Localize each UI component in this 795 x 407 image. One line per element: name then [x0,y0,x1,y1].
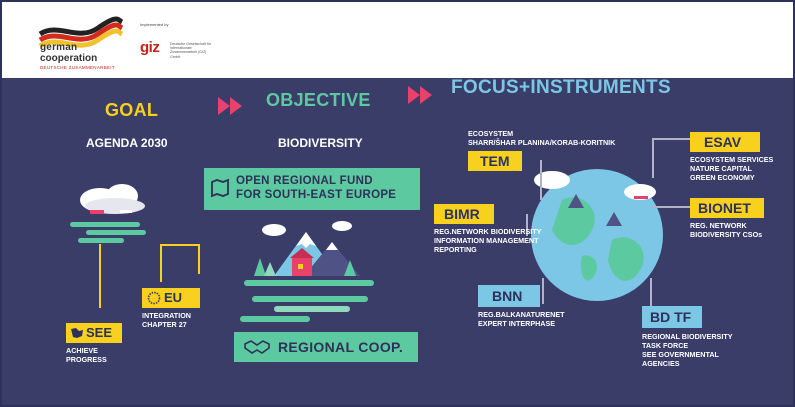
see-box: SEE [66,323,122,343]
main-panel: GOAL OBJECTIVE FOCUS+INSTRUMENTS AGENDA … [2,78,793,405]
bnn-box: BNN [478,285,540,307]
eu-box: EU [142,288,200,308]
bdtf-text-4: AGENCIES [642,359,680,368]
bimr-text-2: INFORMATION MANAGEMENT [434,236,539,245]
bimr-text-3: REPORTING [434,245,477,254]
esav-text-2: NATURE CAPITAL [690,164,753,173]
bdtf-text-2: TASK FORCE [642,341,689,350]
focus-heading: FOCUS+INSTRUMENTS [451,78,671,98]
bdtf-box: BD TF [642,306,702,328]
giz-logo: giz [140,39,160,56]
esav-box: ESAV [690,132,760,152]
brand-line-3: DEUTSCHE ZUSAMMENARBEIT [40,65,115,70]
tem-text-1: ECOSYSTEM [468,129,514,138]
implemented-by-label: Implemented by [140,22,169,27]
bnn-text-1: REG.BALKANATURENET [478,310,565,319]
bnn-text-2: EXPERT INTERPHASE [478,319,556,328]
mountain-village-icon [240,221,374,322]
bionet-text-2: BIODIVERSITY CSOs [690,230,763,239]
fund-line-2: FOR SOUTH-EAST EUROPE [236,189,397,201]
chevron-arrow-icon [218,97,242,115]
goal-heading: GOAL [105,100,159,120]
handshake-icon [244,340,270,354]
brand-line-1: german [40,42,78,53]
giz-subtitle: Deutsche Gesellschaft für Internationale… [170,42,212,59]
see-text-2: PROGRESS [66,355,107,364]
objective-heading: OBJECTIVE [266,90,371,110]
tem-text-2: SHARR/ŠHAR PLANINA/KORAB-KORITNIK [468,138,616,147]
regional-fund-box: OPEN REGIONAL FUND FOR SOUTH-EAST EUROPE [204,168,420,210]
fund-line-1: OPEN REGIONAL FUND [236,175,373,187]
brand-line-2: cooperation [40,53,98,64]
esav-text-3: GREEN ECONOMY [690,173,755,182]
german-flag-ribbon-icon [38,16,124,49]
header-bar: german cooperation DEUTSCHE ZUSAMMENARBE… [2,2,793,78]
regional-coop-box: REGIONAL COOP. [234,332,418,362]
goal-subtitle: AGENDA 2030 [86,136,168,150]
bimr-label: BIMR [444,206,480,222]
chevron-arrow-icon [408,86,432,104]
bimr-box: BIMR [434,204,494,224]
globe-icon [531,169,663,301]
bionet-text-1: REG. NETWORK [690,221,747,230]
see-text-1: ACHIEVE [66,346,98,355]
see-label: SEE [86,325,113,340]
bnn-label: BNN [492,288,523,304]
see-region-icon [71,328,83,338]
bdtf-label: BD TF [650,309,692,325]
bdtf-text-3: SEE GOVERNMENTAL [642,350,719,359]
tem-label: TEM [480,153,510,169]
esav-label: ESAV [704,134,742,150]
bimr-text-1: REG.NETWORK BIODIVERSITY [434,227,542,236]
eu-text-1: INTEGRATION [142,311,191,320]
map-icon [211,178,229,198]
objective-subtitle: BIODIVERSITY [278,136,363,150]
eu-text-2: CHAPTER 27 [142,320,187,329]
bionet-box: BIONET [690,198,764,218]
eu-stars-icon [147,291,161,305]
bionet-label: BIONET [698,200,751,216]
esav-text-1: ECOSYSTEM SERVICES [690,155,774,164]
coop-label: REGIONAL COOP. [278,339,404,355]
tem-box: TEM [468,151,522,171]
cloud-icon [70,184,146,243]
bdtf-text-1: REGIONAL BIODIVERSITY [642,332,733,341]
eu-label: EU [164,290,183,305]
